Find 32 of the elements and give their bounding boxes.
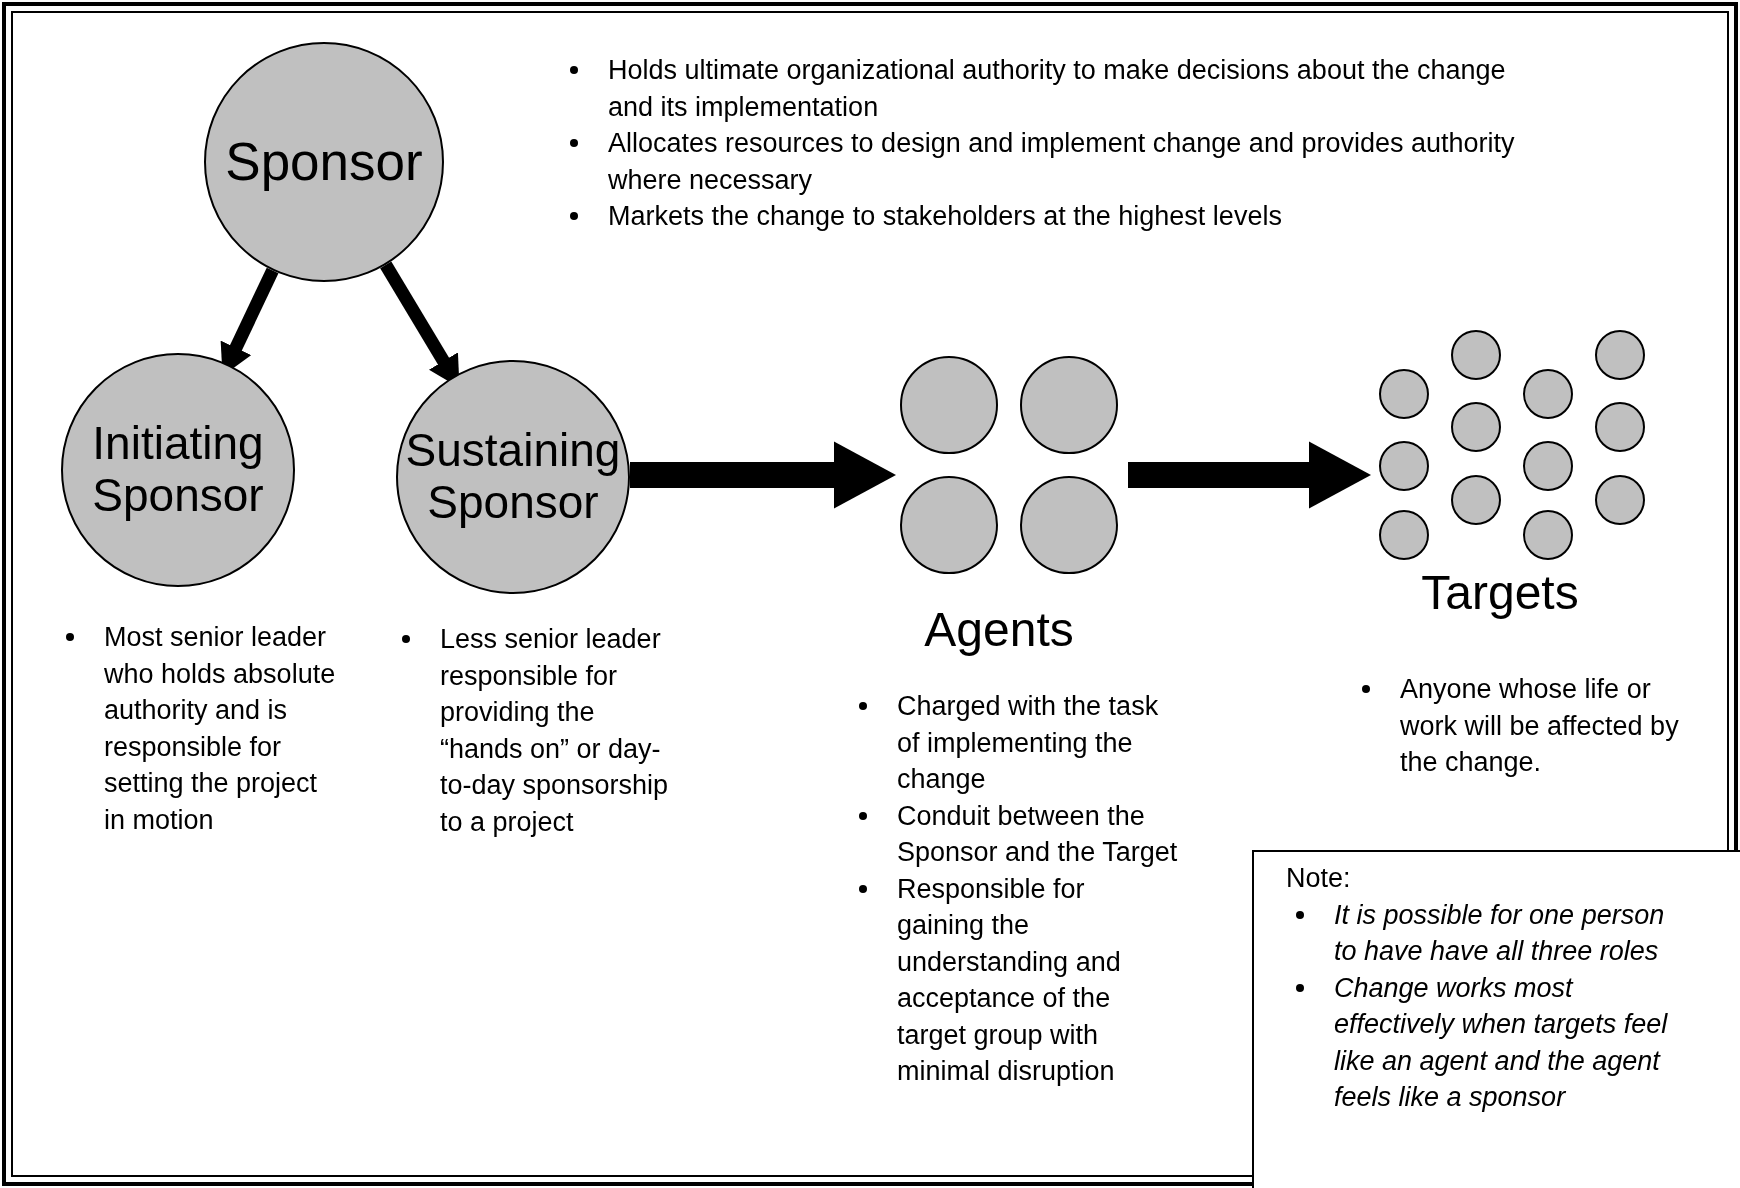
person-circle (1379, 510, 1429, 560)
bullet-text: Most senior leader who holds absolute authority and is responsible for setting the project in motion (104, 619, 344, 838)
note-heading: Note: (1286, 862, 1351, 895)
bullet-text: Responsible for gaining the understanding and acceptance of the target group with minimal disruption (897, 870, 1179, 1090)
person-circle (1451, 475, 1501, 525)
bullet-text: Markets the change to stakeholders at the highest levels (608, 198, 1523, 235)
person-circle (1595, 330, 1645, 380)
note-text: It is possible for one person to have have all three roles (1334, 896, 1679, 970)
person-circle (1523, 441, 1573, 491)
bullet-text: Charged with the task of implementing the change (897, 688, 1179, 798)
person-circle (1523, 510, 1573, 560)
person-circle (1379, 441, 1429, 491)
bullet-text: Less senior leader responsible for providing the “hands on” or day-to-day sponsorship to a project (440, 621, 672, 840)
person-circle (1523, 369, 1573, 419)
person-circle (1595, 475, 1645, 525)
arrow (1128, 441, 1371, 509)
note-box (1252, 850, 1740, 1188)
bullet-text: Holds ultimate organizational authority to make decisions about the change and its implementation (608, 52, 1523, 125)
bullet-text: Allocates resources to design and implement change and provides authority where necessary (608, 125, 1523, 198)
group-label: Targets (1420, 565, 1580, 621)
bullet-text: Anyone whose life or work will be affected by the change. (1400, 671, 1702, 781)
group-label: Agents (923, 602, 1075, 658)
role-label: Sustaining Sponsor (404, 425, 622, 529)
role-label: Sponsor (225, 132, 423, 192)
role-label: Initiating Sponsor (91, 418, 265, 522)
person-circle (1451, 330, 1501, 380)
note-text: Change works most effectively when targets feel like an agent and the agent feels like a sponsor (1334, 969, 1679, 1116)
person-circle (1595, 402, 1645, 452)
person-circle (1451, 402, 1501, 452)
arrow (630, 441, 896, 509)
person-circle (1379, 369, 1429, 419)
bullet-text: Conduit between the Sponsor and the Target (897, 797, 1179, 871)
